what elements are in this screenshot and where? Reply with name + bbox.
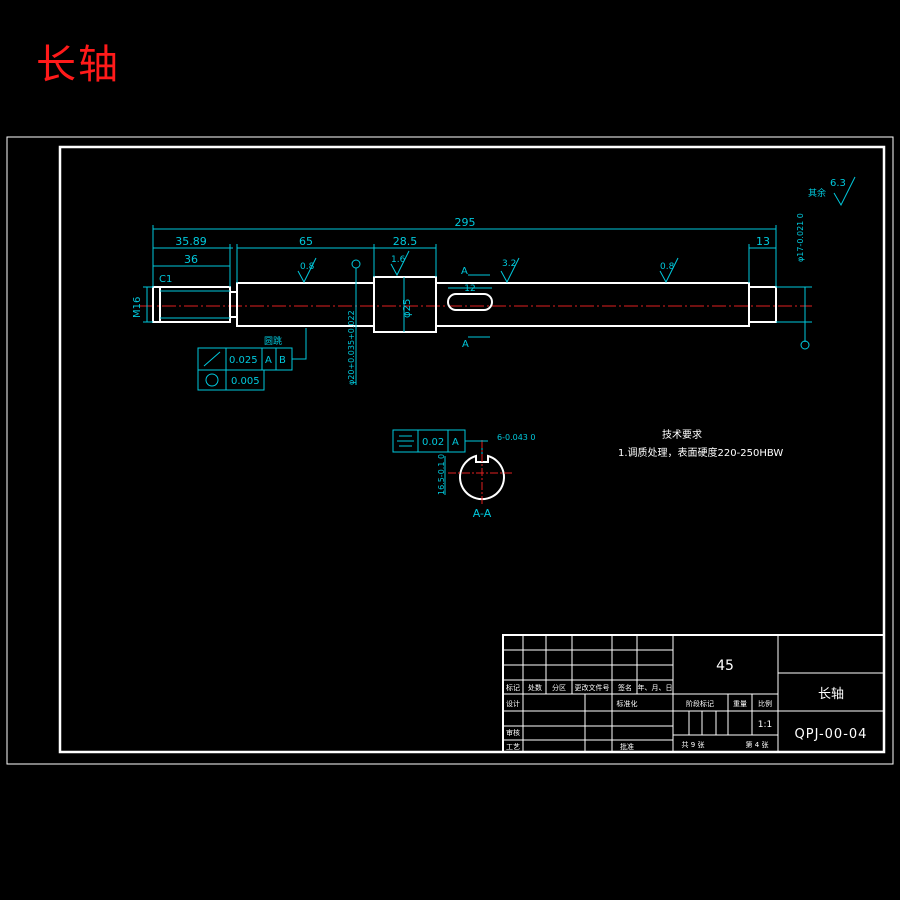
runout-label: 圆跳 — [264, 335, 282, 347]
section-view-label: A-A — [473, 507, 492, 520]
page-title: 长轴 — [36, 42, 120, 88]
weight-label: 重量 — [733, 700, 747, 708]
process-label: 工艺 — [506, 743, 520, 751]
approve-label: 批准 — [620, 742, 634, 751]
section-view — [448, 440, 514, 505]
roughness-symbols — [297, 176, 856, 284]
thread-label: M16 — [132, 297, 143, 318]
title-block — [502, 634, 885, 753]
drawing-number: QPJ-00-04 — [795, 727, 868, 742]
section-mark-top: A — [461, 266, 468, 277]
outer-border — [6, 136, 894, 765]
part-name: 长轴 — [818, 687, 844, 702]
dim-36: 36 — [184, 253, 198, 266]
runout-datum-b: B — [279, 355, 286, 366]
row-label-change: 更改文件号 — [575, 683, 610, 692]
roughness-3-2: 3.2 — [502, 259, 516, 269]
review-label: 审核 — [506, 728, 520, 737]
symmetry-value: 0.02 — [422, 437, 444, 448]
standardize-label: 标准化 — [617, 699, 638, 708]
runout-frame — [197, 328, 307, 391]
row-label-sign: 签名 — [618, 683, 632, 692]
row-label-date: 年、月、日 — [638, 683, 673, 692]
dimension-lines — [143, 225, 812, 385]
dia17-label: φ17-0.021 0 — [796, 213, 805, 262]
cylindricity-value: 0.005 — [231, 376, 260, 387]
roughness-0-8-a: 0.8 — [300, 262, 315, 272]
shaft-outline — [152, 276, 777, 333]
tech-req-heading: 技术要求 — [662, 428, 702, 441]
runout-value: 0.025 — [229, 355, 258, 366]
chamfer-label: C1 — [159, 274, 172, 285]
dia25-label: φ25 — [402, 299, 413, 318]
key-depth-label: 16.5-0.1 0 — [437, 454, 446, 495]
dim-65: 65 — [299, 235, 313, 248]
roughness-1-6: 1.6 — [391, 255, 406, 265]
symmetry-datum: A — [452, 437, 459, 448]
row-label-count: 处数 — [528, 683, 542, 692]
keyway-slot — [447, 293, 493, 311]
sheet-number: 第 4 张 — [746, 740, 769, 749]
runout-datum-a: A — [265, 355, 272, 366]
material: 45 — [716, 658, 734, 674]
section-mark-bottom: A — [462, 339, 469, 350]
row-label-mark: 标记 — [506, 683, 520, 692]
tech-req-line1: 1.调质处理，表面硬度220-250HBW — [618, 446, 783, 459]
scale-value: 1:1 — [758, 720, 772, 730]
symmetry-frame — [392, 429, 483, 455]
stage-label: 阶段标记 — [686, 699, 714, 708]
roughness-0-8-b: 0.8 — [660, 262, 675, 272]
roughness-rest-label: 其余 — [808, 187, 826, 199]
designer-label: 设计 — [506, 699, 520, 708]
row-label-zone: 分区 — [552, 683, 566, 692]
keyway-length: 12 — [464, 284, 475, 294]
dim-28-5: 28.5 — [393, 235, 418, 248]
roughness-rest-value: 6.3 — [830, 178, 846, 189]
dim-13: 13 — [756, 235, 770, 248]
sheets-total: 共 9 张 — [682, 740, 705, 749]
dim-35-89: 35.89 — [175, 235, 207, 248]
scale-label: 比例 — [758, 699, 772, 708]
dia20-label: φ20+0.035+0.022 — [347, 310, 356, 385]
inner-border — [58, 145, 886, 754]
key-width-label: 6-0.043 0 — [497, 433, 536, 442]
dim-overall: 295 — [455, 216, 476, 229]
